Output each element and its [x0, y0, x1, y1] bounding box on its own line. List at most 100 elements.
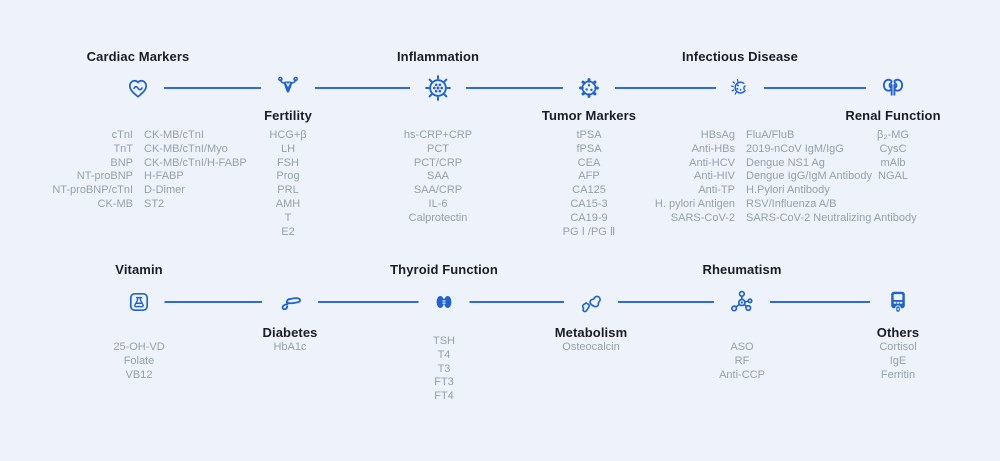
- marker-item: FSH: [276, 156, 299, 169]
- marker-item: CK-MB/cTnI: [144, 129, 204, 141]
- marker-item: CA19-9: [570, 211, 608, 224]
- marker-item: BNP: [110, 156, 133, 169]
- marker-item: HbA1c: [273, 341, 307, 353]
- marker-column: Osteocalcin: [562, 341, 619, 355]
- category-title-tumor-markers: Tumor Markers: [541, 108, 637, 123]
- marker-item: CEA: [577, 156, 601, 169]
- bacteria-icon: [716, 76, 764, 100]
- marker-item: CK-MB/cTnI/H-FABP: [144, 156, 247, 169]
- category-title-diabetes: Diabetes: [262, 325, 318, 340]
- marker-item: NGAL: [878, 170, 908, 183]
- marker-item: Dengue NS1 Ag: [746, 156, 825, 169]
- thyroid-icon: [418, 288, 470, 316]
- marker-item: CA15-3: [570, 197, 608, 210]
- marker-item: Folate: [123, 354, 155, 367]
- marker-item: Prog: [276, 170, 300, 183]
- marker-item: PCT/CRP: [413, 156, 463, 169]
- marker-item: PG Ⅰ /PG Ⅱ: [562, 225, 616, 238]
- category-title-fertility: Fertility: [264, 108, 312, 123]
- category-title-inflammation: Inflammation: [396, 49, 480, 64]
- marker-item: PCT: [427, 142, 449, 155]
- marker-item: Dengue IgG/IgM Antibody: [746, 170, 872, 183]
- marker-item: LH: [280, 142, 296, 155]
- marker-item: β₂-MG: [877, 129, 909, 141]
- marker-item: ASO: [730, 341, 754, 353]
- category-title-vitamin: Vitamin: [115, 262, 163, 277]
- marker-item: HBsAg: [700, 129, 735, 141]
- marker-item: HCG+β: [269, 129, 307, 141]
- marker-item: SAA: [426, 170, 449, 183]
- marker-item: FT4: [434, 390, 454, 403]
- marker-item: TSH: [433, 335, 455, 347]
- marker-item: IgE: [889, 354, 907, 367]
- marker-item: Cortisol: [879, 341, 917, 353]
- marker-item: E2: [281, 225, 295, 238]
- bone-joint-icon: [564, 287, 618, 317]
- marker-item: Ferritin: [880, 368, 916, 381]
- marker-item: FluA/FluB: [746, 129, 795, 141]
- flask-icon: [113, 288, 165, 316]
- marker-item: hs-CRP+CRP: [403, 129, 473, 141]
- marker-item: 2019-nCoV IgM/IgG: [746, 142, 844, 155]
- timeline-row-2: [139, 301, 898, 303]
- heart-pulse-icon: [112, 74, 164, 102]
- category-title-rheumatism: Rheumatism: [702, 262, 782, 277]
- marker-item: AMH: [275, 197, 301, 210]
- marker-item: Anti-HIV: [694, 170, 735, 183]
- timeline-row-1: [138, 87, 893, 89]
- marker-item: CysC: [879, 142, 907, 155]
- glucometer-icon: [870, 286, 926, 318]
- kidneys-icon: [866, 73, 920, 103]
- marker-item: CK-MB/cTnI/Myo: [144, 142, 228, 155]
- marker-item: NT-proBNP/cTnI: [52, 184, 133, 197]
- category-title-infectious-disease: Infectious Disease: [682, 49, 798, 64]
- marker-item: Anti-HBs: [691, 142, 735, 155]
- marker-item: Anti-HCV: [689, 156, 735, 169]
- marker-item: Calprotectin: [408, 211, 468, 224]
- marker-item: T3: [437, 362, 451, 375]
- marker-item: RF: [734, 354, 750, 367]
- marker-item: CA125: [572, 184, 606, 197]
- virus-icon: [410, 72, 466, 104]
- marker-item: SARS-CoV-2: [670, 211, 735, 224]
- pancreas-icon: [262, 286, 318, 318]
- marker-item: CK-MB: [97, 197, 133, 210]
- marker-item: TnT: [113, 142, 133, 155]
- marker-item: NT-proBNP: [76, 170, 133, 183]
- marker-item: H-FABP: [144, 170, 184, 183]
- category-title-metabolism: Metabolism: [554, 325, 628, 340]
- marker-item: tPSA: [576, 129, 602, 141]
- gear-dots-icon: [563, 74, 615, 102]
- marker-item: 25-OH-VD: [113, 341, 165, 353]
- marker-item: fPSA: [576, 142, 602, 155]
- marker-item: PRL: [277, 184, 299, 197]
- marker-item: AFP: [578, 170, 600, 183]
- marker-item: mAlb: [880, 156, 906, 169]
- molecule-icon: [714, 286, 770, 318]
- marker-item: H. pylori Antigen: [654, 197, 735, 210]
- marker-item: ST2: [144, 197, 165, 210]
- marker-item: IL-6: [428, 197, 448, 210]
- marker-item: Osteocalcin: [562, 341, 620, 353]
- marker-column: HbA1c: [273, 341, 306, 355]
- marker-item: RSV/Influenza A/B: [746, 197, 837, 210]
- marker-item: H.Pylori Antibody: [746, 184, 830, 197]
- uterus-icon: [261, 73, 315, 103]
- marker-item: SAA/CRP: [413, 184, 463, 197]
- marker-item: cTnI: [111, 129, 133, 141]
- marker-item: T: [284, 211, 292, 224]
- marker-item: VB12: [125, 368, 153, 381]
